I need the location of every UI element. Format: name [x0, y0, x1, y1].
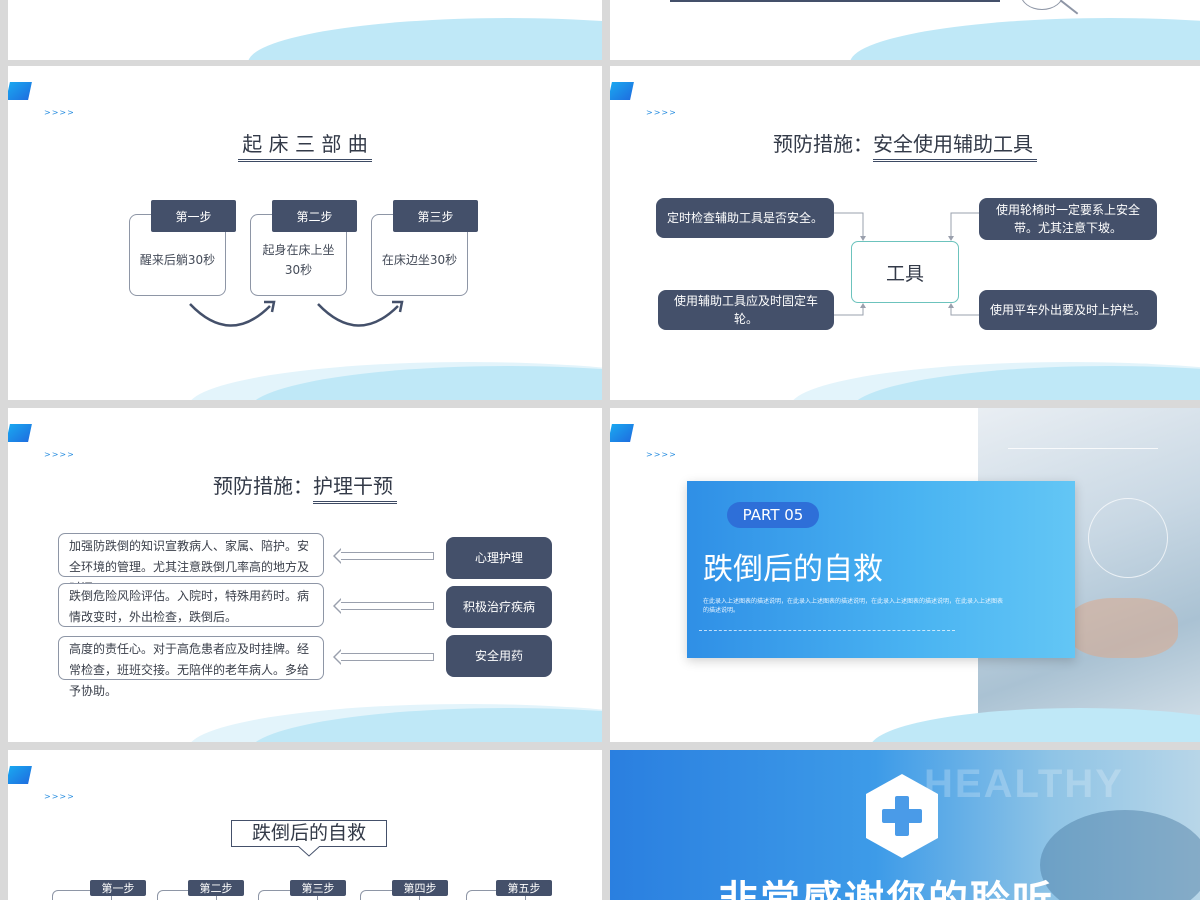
wave-decoration [870, 708, 1200, 742]
slide-title: 跌倒后的自救 [231, 820, 387, 847]
corner-logo-icon [8, 424, 32, 442]
left-arrow-icon [340, 602, 434, 610]
slide-top-right[interactable] [610, 0, 1200, 60]
slide-top-left[interactable] [8, 0, 602, 60]
slide-get-up-steps[interactable]: >>>> 起 床 三 部 曲 醒来后躺30秒 第一步 起身在床上坐30秒 第二步… [8, 66, 602, 400]
left-arrow-icon [340, 552, 434, 560]
slide-part-05[interactable]: >>>> PART 05 跌倒后的自救 在此录入上述图表的描述说明，在此录入上述… [610, 408, 1200, 742]
slide-thanks[interactable]: HEALTHY 非常感谢您的聆听 [610, 750, 1200, 900]
intervention-label: 积极治疗疾病 [446, 586, 552, 628]
part-heading: 跌倒后的自救 [703, 544, 883, 588]
step-label: 第四步 [392, 880, 448, 896]
part-badge: PART 05 [727, 502, 819, 528]
slide-self-rescue-steps[interactable]: >>>> 跌倒后的自救 第一步 第二步 第三步 第四步 第五步 [8, 750, 602, 900]
arrows-marker: >>>> [44, 792, 75, 801]
step-label: 第二步 [188, 880, 244, 896]
thanks-heading: 非常感谢您的聆听 [718, 868, 1054, 900]
corner-logo-icon [610, 424, 634, 442]
wave-decoration [248, 18, 602, 60]
connector-lines [610, 66, 1200, 400]
intervention-label: 安全用药 [446, 635, 552, 677]
intervention-label: 心理护理 [446, 537, 552, 579]
part-description: 在此录入上述图表的描述说明，在此录入上述图表的描述说明，在此录入上述图表的描述说… [703, 597, 1003, 615]
curved-arrows [8, 66, 602, 400]
medical-cross-icon [862, 772, 942, 860]
healthy-watermark: HEALTHY [924, 762, 1124, 807]
intervention-text: 加强防跌倒的知识宣教病人、家属、陪护。安全环境的管理。尤其注意跌倒几率高的地方及… [58, 533, 324, 577]
divider-line [670, 0, 1000, 2]
arrows-marker: >>>> [44, 450, 75, 459]
slide-assistive-tools[interactable]: >>>> 预防措施：安全使用辅助工具 定时检查辅助工具是否安全。 使用轮椅时一定… [610, 66, 1200, 400]
step-label: 第一步 [90, 880, 146, 896]
step-label: 第三步 [290, 880, 346, 896]
intervention-text: 跌倒危险风险评估。入院时，特殊用药时。病情改变时，外出检查，跌倒后。 [58, 583, 324, 627]
intervention-text: 高度的责任心。对于高危患者应及时挂牌。经常检查，班班交接。无陪伴的老年病人。多给… [58, 636, 324, 680]
slide-title: 预防措施：护理干预 [8, 470, 602, 504]
arrows-marker: >>>> [646, 450, 677, 459]
magnifier-icon [1020, 0, 1064, 10]
wave-decoration [850, 18, 1200, 60]
title-pointer [296, 846, 326, 858]
step-label: 第五步 [496, 880, 552, 896]
slide-nursing-intervention[interactable]: >>>> 预防措施：护理干预 加强防跌倒的知识宣教病人、家属、陪护。安全环境的管… [8, 408, 602, 742]
left-arrow-icon [340, 653, 434, 661]
corner-logo-icon [8, 766, 32, 784]
part-panel: PART 05 跌倒后的自救 在此录入上述图表的描述说明，在此录入上述图表的描述… [687, 481, 1075, 658]
